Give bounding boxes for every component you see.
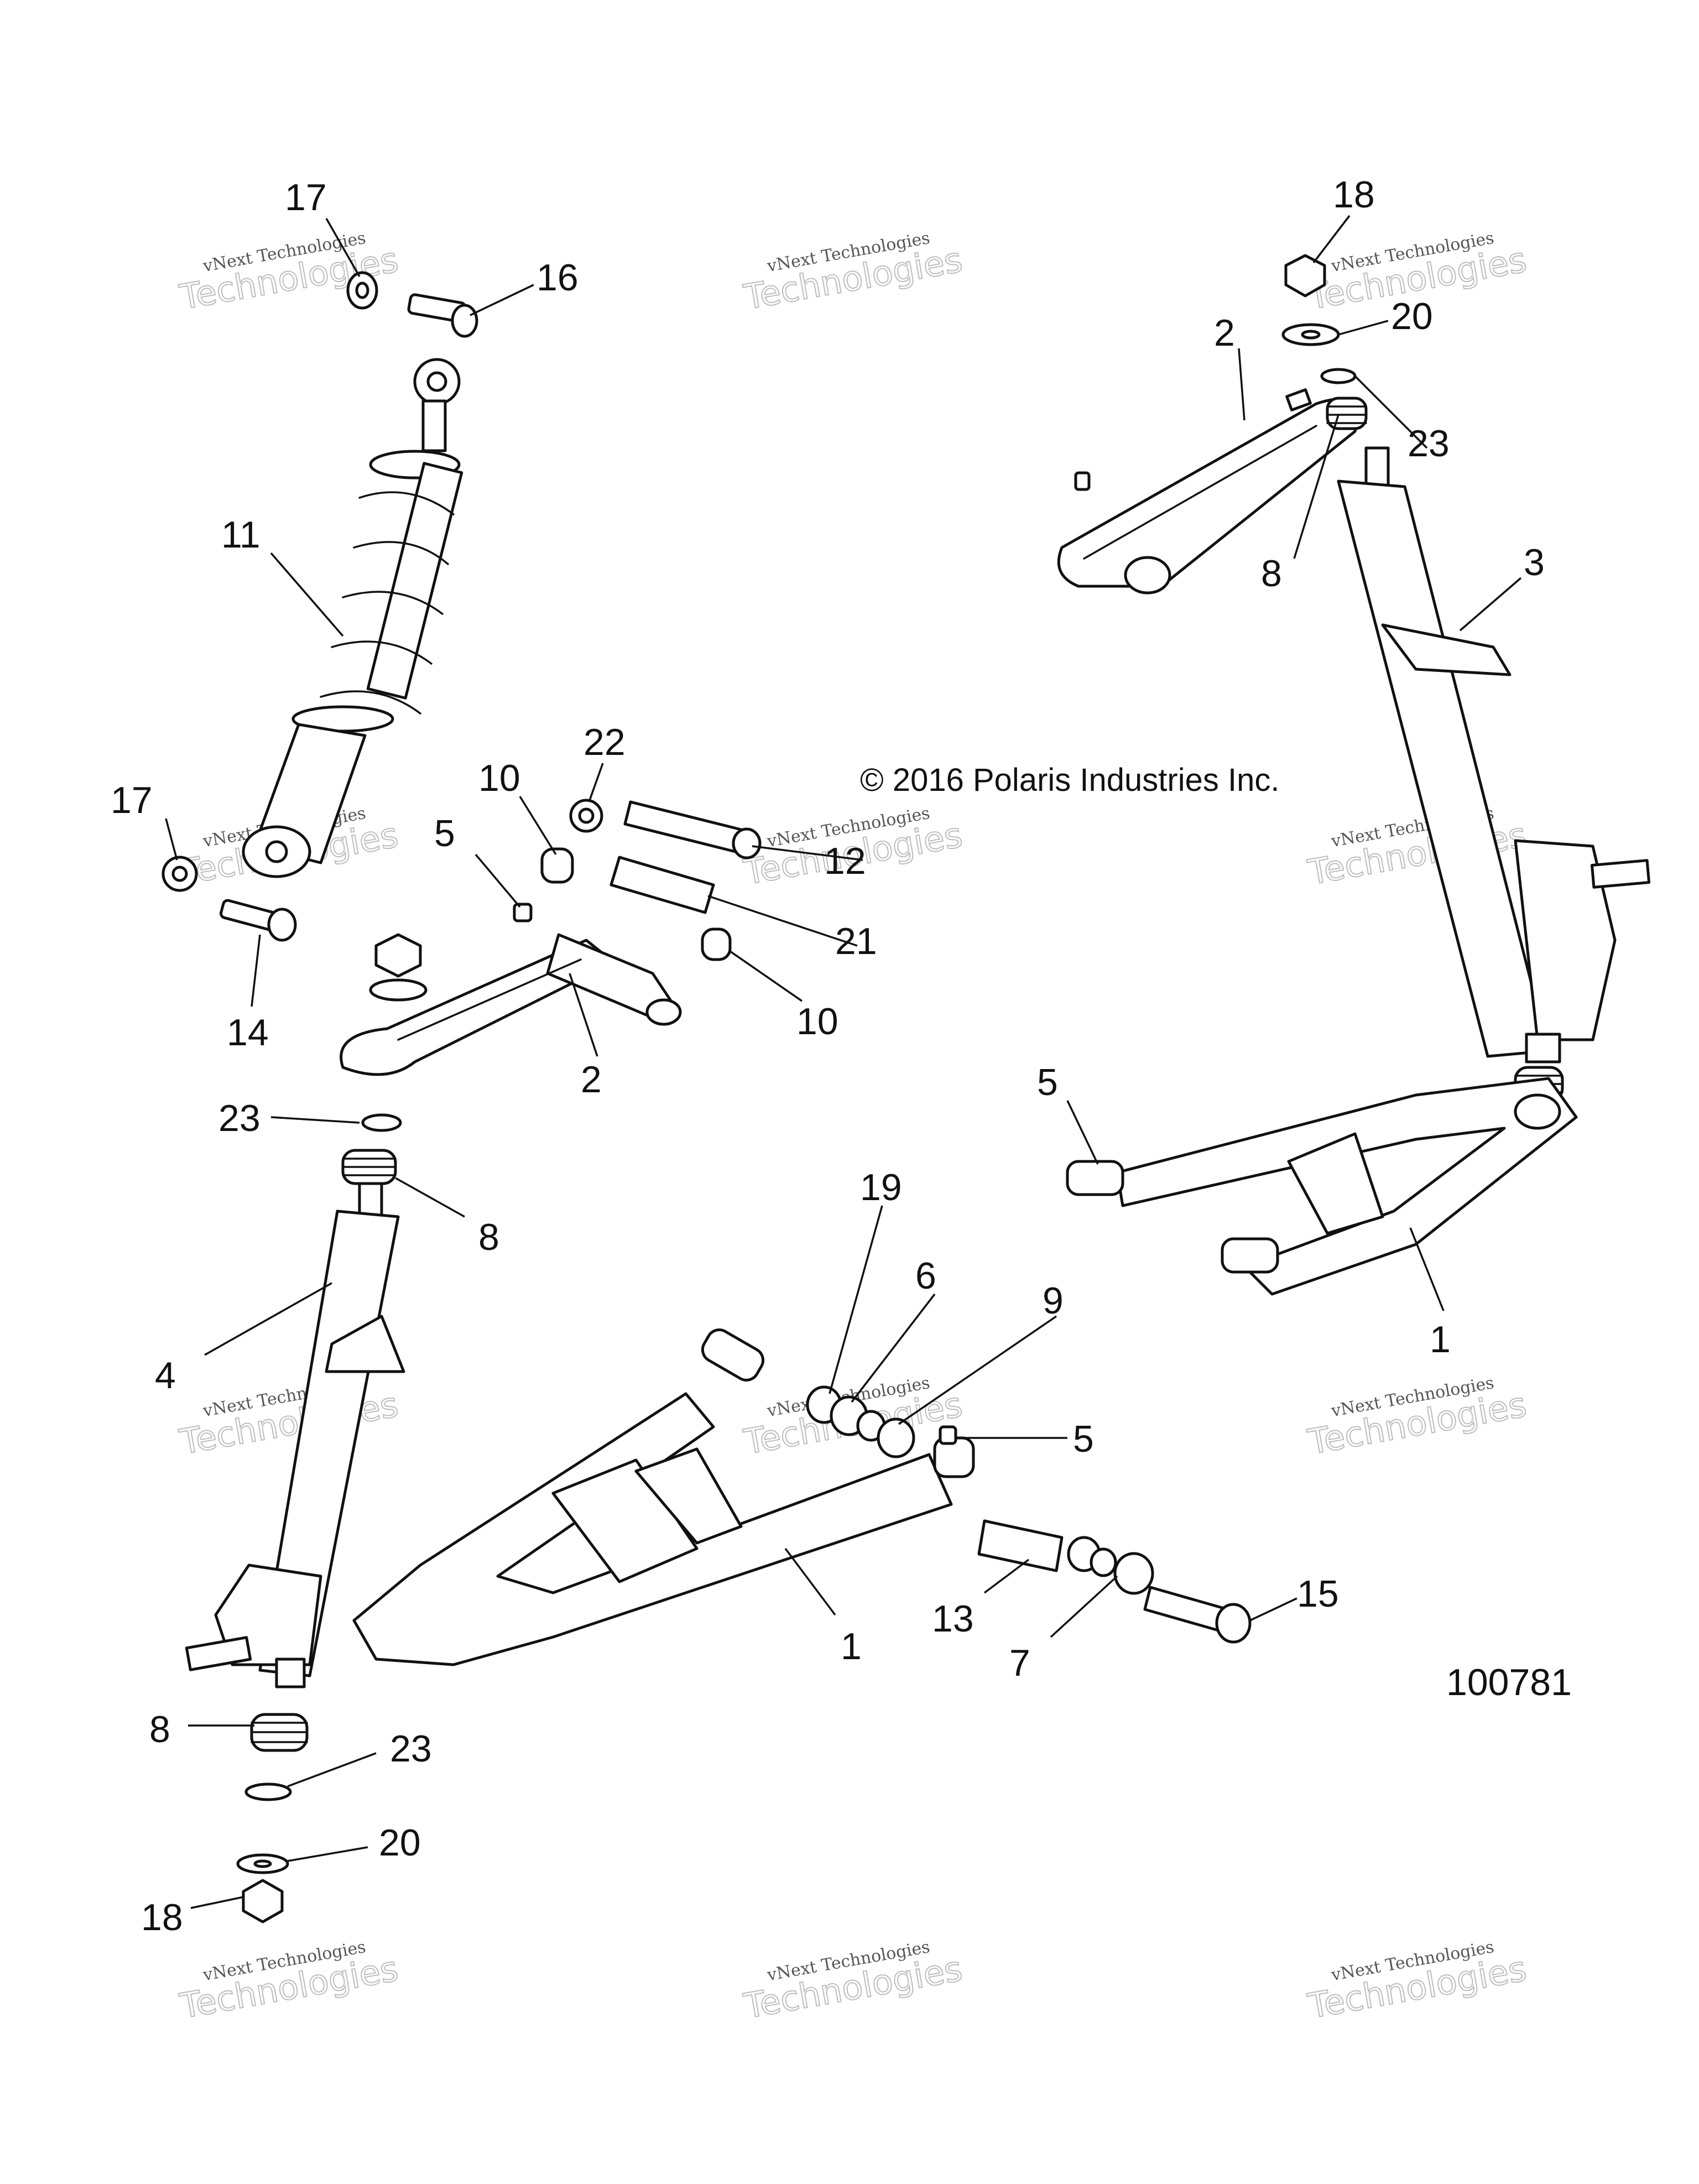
lower-a-arm-left (352, 1328, 975, 1666)
callout-2-center: 2 (581, 1059, 602, 1101)
callout-11: 11 (221, 514, 260, 556)
watermark-bottom-center: Technologies vNext Technologies (740, 1937, 966, 2027)
grease-fitting-5-upper (513, 903, 533, 922)
nut-17-lower (161, 856, 198, 892)
grease-fitting-5-lower (939, 1425, 957, 1445)
callout-21: 21 (835, 920, 877, 962)
callout-10-lower: 10 (796, 1000, 838, 1043)
washer-23-top (1320, 368, 1357, 384)
watermark-low-right: Technologies vNext Technologies (1304, 1373, 1530, 1463)
callout-12: 12 (824, 840, 866, 882)
callout-23-upper-left: 23 (218, 1097, 260, 1139)
callout-5-upper: 5 (434, 812, 455, 854)
watermark-bottom-left: Technologies vNext Technologies (176, 1937, 402, 2027)
leader-lines (165, 215, 1522, 1909)
callout-13: 13 (932, 1598, 974, 1640)
callout-5-right: 5 (1037, 1061, 1058, 1103)
callout-numbers: 17 16 18 20 2 23 11 8 3 22 10 5 17 12 21… (111, 174, 1545, 1938)
bolt-16 (407, 293, 478, 338)
bushing-10-lower (701, 927, 732, 961)
callout-18-top: 18 (1333, 174, 1375, 216)
callout-6: 6 (915, 1255, 936, 1297)
callout-9: 9 (1043, 1280, 1064, 1322)
callout-23-lower-left: 23 (390, 1728, 432, 1770)
grease-fitting-right-upper (1074, 471, 1091, 491)
upper-a-arm-right (1057, 388, 1359, 595)
callout-15: 15 (1297, 1573, 1339, 1615)
nut-18-top (1284, 254, 1326, 298)
callout-7: 7 (1009, 1642, 1030, 1684)
callout-22: 22 (583, 721, 626, 763)
copyright-notice: © 2016 Polaris Industries Inc. (860, 762, 1279, 798)
sleeve-13 (977, 1519, 1064, 1572)
callout-14: 14 (227, 1012, 269, 1054)
washer-20-top (1281, 323, 1340, 346)
callout-17-lower: 17 (111, 779, 153, 821)
upper-a-arm-center (340, 933, 682, 1076)
callout-8-upper-left: 8 (478, 1216, 499, 1258)
sleeve-21 (609, 856, 715, 914)
bolt-14 (220, 899, 297, 942)
nut-18-lower-left (242, 1879, 284, 1924)
callout-3: 3 (1524, 541, 1545, 583)
callout-23-top: 23 (1408, 423, 1450, 465)
callout-20-lower-left: 20 (379, 1822, 421, 1864)
callout-4: 4 (155, 1354, 176, 1396)
spindle-right (1337, 446, 1651, 1064)
callout-2-right: 2 (1214, 312, 1235, 354)
callout-16: 16 (536, 257, 579, 299)
callout-17-top: 17 (285, 176, 327, 218)
watermark-top-center: Technologies vNext Technologies (740, 228, 966, 318)
lower-a-arm-right (1066, 1077, 1578, 1296)
callout-5-lower: 5 (1073, 1418, 1094, 1460)
boot-8-top-right (1326, 397, 1368, 430)
callout-18-lower-left: 18 (141, 1896, 183, 1938)
callout-8-top-right: 8 (1261, 552, 1282, 595)
callout-10-upper: 10 (478, 757, 520, 799)
bushing-10-upper (540, 847, 574, 884)
callout-1-left: 1 (841, 1625, 862, 1667)
nut-center (369, 933, 428, 1002)
callout-20-top: 20 (1391, 295, 1433, 337)
washer-20-lower-left (236, 1853, 289, 1874)
callout-8-lower-left: 8 (149, 1708, 170, 1750)
figure-id: 100781 (1446, 1661, 1572, 1703)
watermark-bottom-right: Technologies vNext Technologies (1304, 1937, 1530, 2027)
shock-absorber (242, 358, 463, 878)
boot-8-lower-left (250, 1713, 309, 1752)
bolt-15 (1143, 1586, 1252, 1644)
spindle-left (185, 1176, 405, 1688)
bushing-stack-19-6-9 (806, 1385, 915, 1458)
nut-17-top (346, 271, 378, 310)
callout-19: 19 (860, 1166, 902, 1208)
nut-22 (569, 799, 603, 833)
washer-stack-7 (1067, 1536, 1154, 1595)
washer-23-lower-left (244, 1782, 292, 1801)
bolt-12 (623, 800, 762, 859)
callout-1-right: 1 (1430, 1318, 1451, 1361)
boot-8-upper-left (341, 1149, 397, 1185)
washer-23-upper-left (361, 1113, 402, 1132)
